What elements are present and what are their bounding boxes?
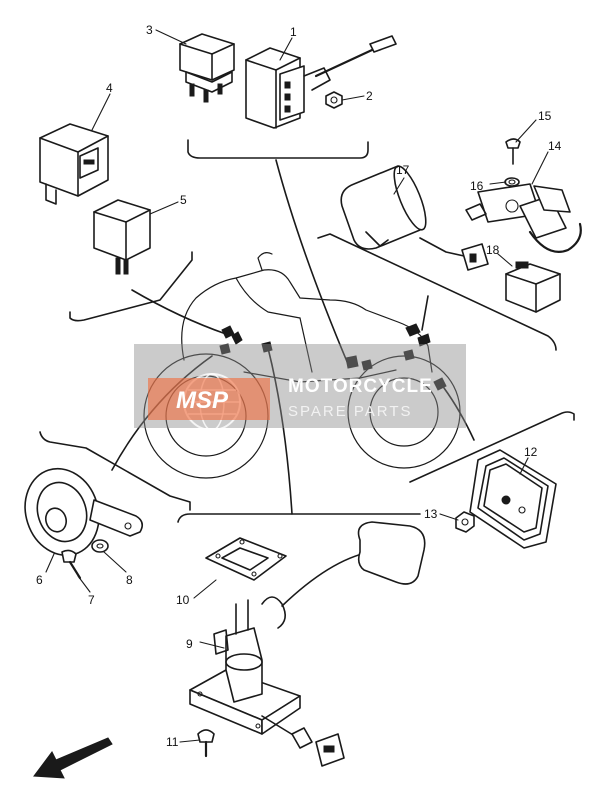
callout-1: 1: [290, 25, 297, 39]
part-7-bolt: [61, 549, 82, 580]
part-18-relay: [505, 261, 561, 313]
callout-9: 9: [186, 637, 193, 651]
callout-6: 6: [36, 573, 43, 587]
part-2-nut: [325, 91, 343, 109]
group-brackets: [39, 139, 575, 523]
callout-12: 12: [524, 445, 538, 459]
callout-11: 11: [166, 735, 179, 749]
callout-numbers: 1 2 3 4 5 6 7 8 9 10 11 12 13 14 15 16 1…: [36, 23, 562, 749]
callout-leaders: [45, 29, 549, 743]
part-17-cylinder: [340, 165, 489, 271]
callout-17: 17: [396, 163, 410, 177]
part-8-washer: [91, 539, 109, 553]
callout-4: 4: [106, 81, 113, 95]
callout-15: 15: [538, 109, 552, 123]
part-3-relay: [179, 33, 235, 103]
bike-connectors: [219, 323, 447, 391]
callout-14: 14: [548, 139, 562, 153]
part-5-relay: [93, 199, 151, 275]
watermark: MSP MOTORCYCLE SPARE PARTS: [134, 344, 466, 431]
watermark-line2: SPARE PARTS: [288, 403, 413, 420]
callout-8: 8: [126, 573, 133, 587]
callout-7: 7: [88, 593, 95, 607]
part-4-unit: [39, 123, 109, 205]
part-6-horn: [24, 467, 144, 557]
part-11-screw: [197, 729, 215, 758]
part-14-harness: [465, 183, 582, 253]
part-12-light: [469, 449, 557, 549]
watermark-logo: MSP: [176, 387, 229, 414]
callout-16: 16: [470, 179, 484, 193]
callout-5: 5: [180, 193, 187, 207]
watermark-logo-box: [148, 378, 270, 420]
part-16-washer: [504, 177, 520, 187]
callout-2: 2: [366, 89, 373, 103]
callout-3: 3: [146, 23, 153, 37]
callout-10: 10: [176, 593, 190, 607]
callout-13: 13: [424, 507, 438, 521]
part-15-screw: [505, 138, 521, 165]
front-arrow-icon: [33, 737, 113, 779]
part-9-sender: [189, 521, 426, 767]
part-13-nut: [455, 511, 475, 533]
part-1-unit: [245, 35, 397, 129]
part-10-gasket: [205, 537, 287, 581]
watermark-line1: MOTORCYCLE: [288, 376, 433, 397]
callout-18: 18: [486, 243, 500, 257]
